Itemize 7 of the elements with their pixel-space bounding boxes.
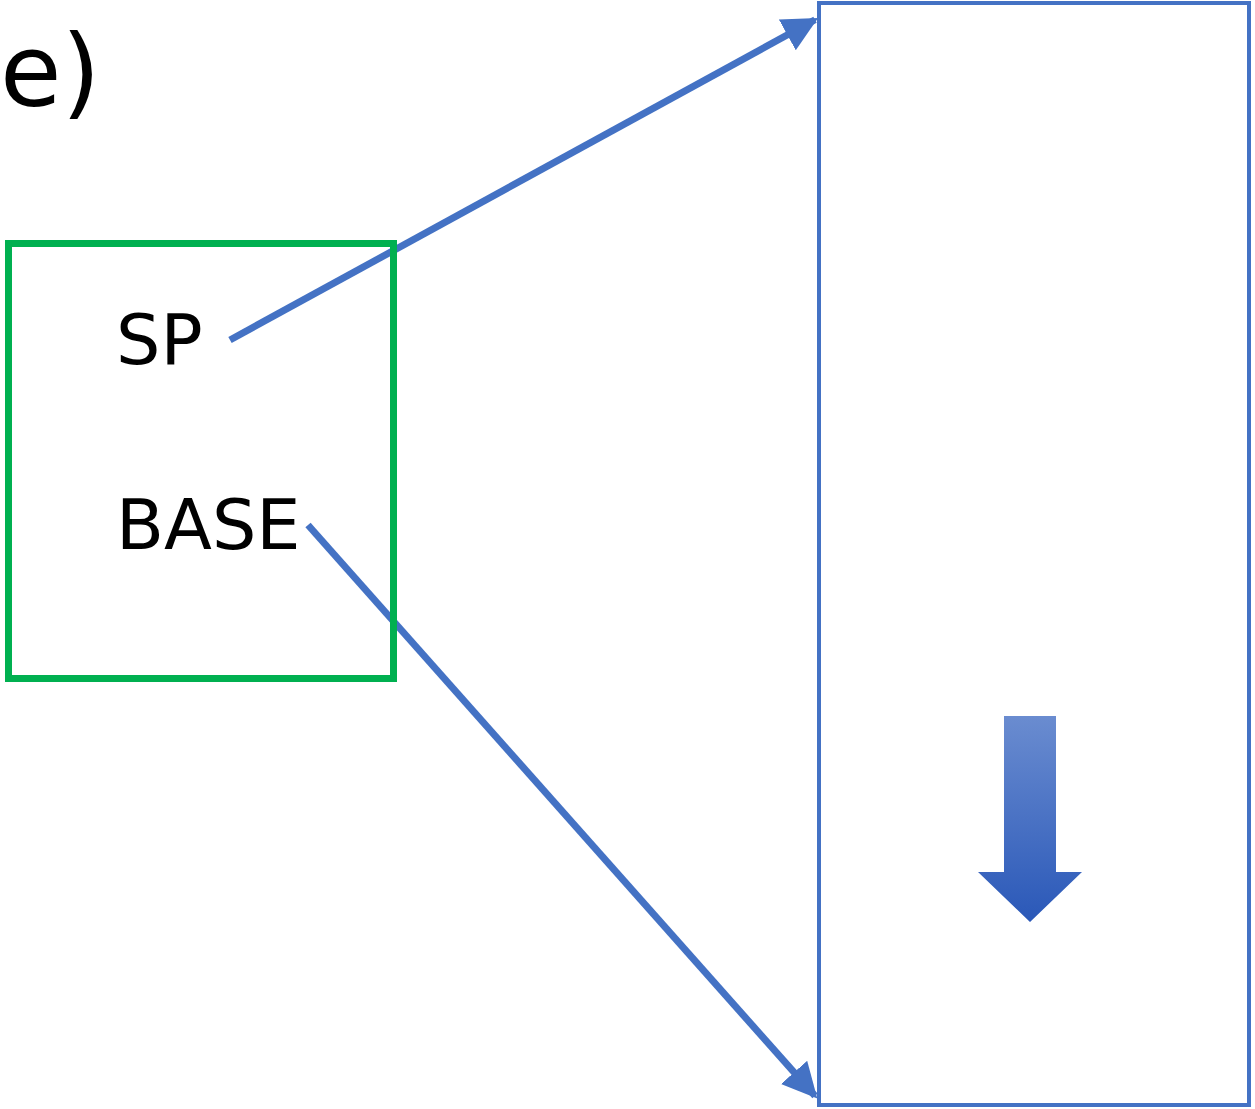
text-label: SP (110, 305, 230, 375)
frame-box (5, 240, 397, 682)
arrow (305, 522, 818, 1099)
arrow (228, 16, 819, 344)
panel-box (817, 1, 1251, 1107)
panel-label: e) (0, 22, 101, 122)
text-label: BASE (110, 490, 308, 560)
